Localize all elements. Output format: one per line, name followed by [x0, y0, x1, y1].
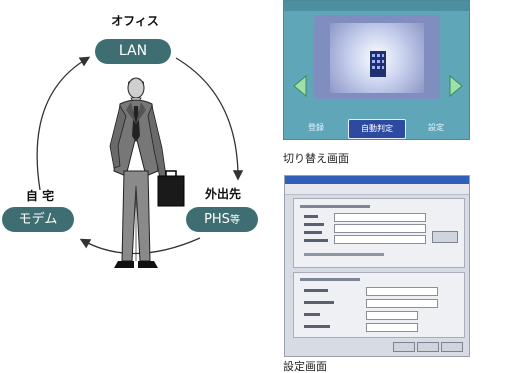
settings-screen-caption: 設定画面: [283, 360, 327, 373]
away-label: 外出先: [204, 187, 241, 201]
cycle-arrows: [36, 56, 244, 255]
settings-side-button[interactable]: [432, 231, 458, 243]
settings-screen-image: [284, 175, 470, 357]
arrow-away-to-home: [79, 237, 201, 255]
settings-field[interactable]: [334, 235, 426, 244]
settings-title-bar: [285, 176, 469, 184]
settings-group-upper: [293, 198, 465, 268]
switch-settings-button[interactable]: 設定: [416, 121, 456, 135]
arrow-home-to-office: [36, 56, 91, 191]
switch-register-label: 登録: [308, 123, 324, 132]
settings-menu-strip: [285, 184, 469, 195]
away-connection-main: PHS: [204, 212, 230, 227]
settings-cancel-button[interactable]: [417, 342, 439, 352]
previous-arrow-icon[interactable]: [292, 75, 308, 97]
settings-field[interactable]: [366, 311, 418, 320]
switch-screen-caption: 切り替え画面: [283, 152, 349, 165]
switch-settings-label: 設定: [428, 123, 444, 132]
settings-field[interactable]: [366, 287, 438, 296]
home-label: 自 宅: [25, 189, 55, 203]
switch-screen-image: 登録 自動判定 設定: [283, 0, 470, 140]
settings-ok-button[interactable]: [393, 342, 415, 352]
settings-group-lower: [293, 272, 465, 338]
switch-register-button[interactable]: 登録: [296, 121, 336, 135]
away-connection-badge: PHS等: [186, 207, 258, 232]
businessman-illustration: [109, 77, 185, 268]
next-arrow-icon[interactable]: [448, 75, 464, 97]
settings-field[interactable]: [334, 213, 426, 222]
away-connection-suffix: 等: [229, 215, 240, 226]
switch-screen-top-strip: [284, 1, 469, 11]
settings-field[interactable]: [366, 299, 438, 308]
switch-auto-button[interactable]: 自動判定: [348, 119, 406, 139]
office-connection-badge: LAN: [95, 39, 171, 64]
connection-diagram: オフィス LAN 自 宅 モデム 外出先 PHS等: [2, 14, 258, 268]
settings-apply-button[interactable]: [441, 342, 463, 352]
home-connection-badge: モデム: [2, 207, 74, 232]
settings-field[interactable]: [334, 224, 426, 233]
building-icon: [370, 51, 386, 77]
office-label: オフィス: [111, 14, 159, 28]
settings-field[interactable]: [366, 323, 418, 332]
arrow-office-to-away: [175, 57, 244, 181]
switch-auto-label: 自動判定: [361, 124, 393, 133]
